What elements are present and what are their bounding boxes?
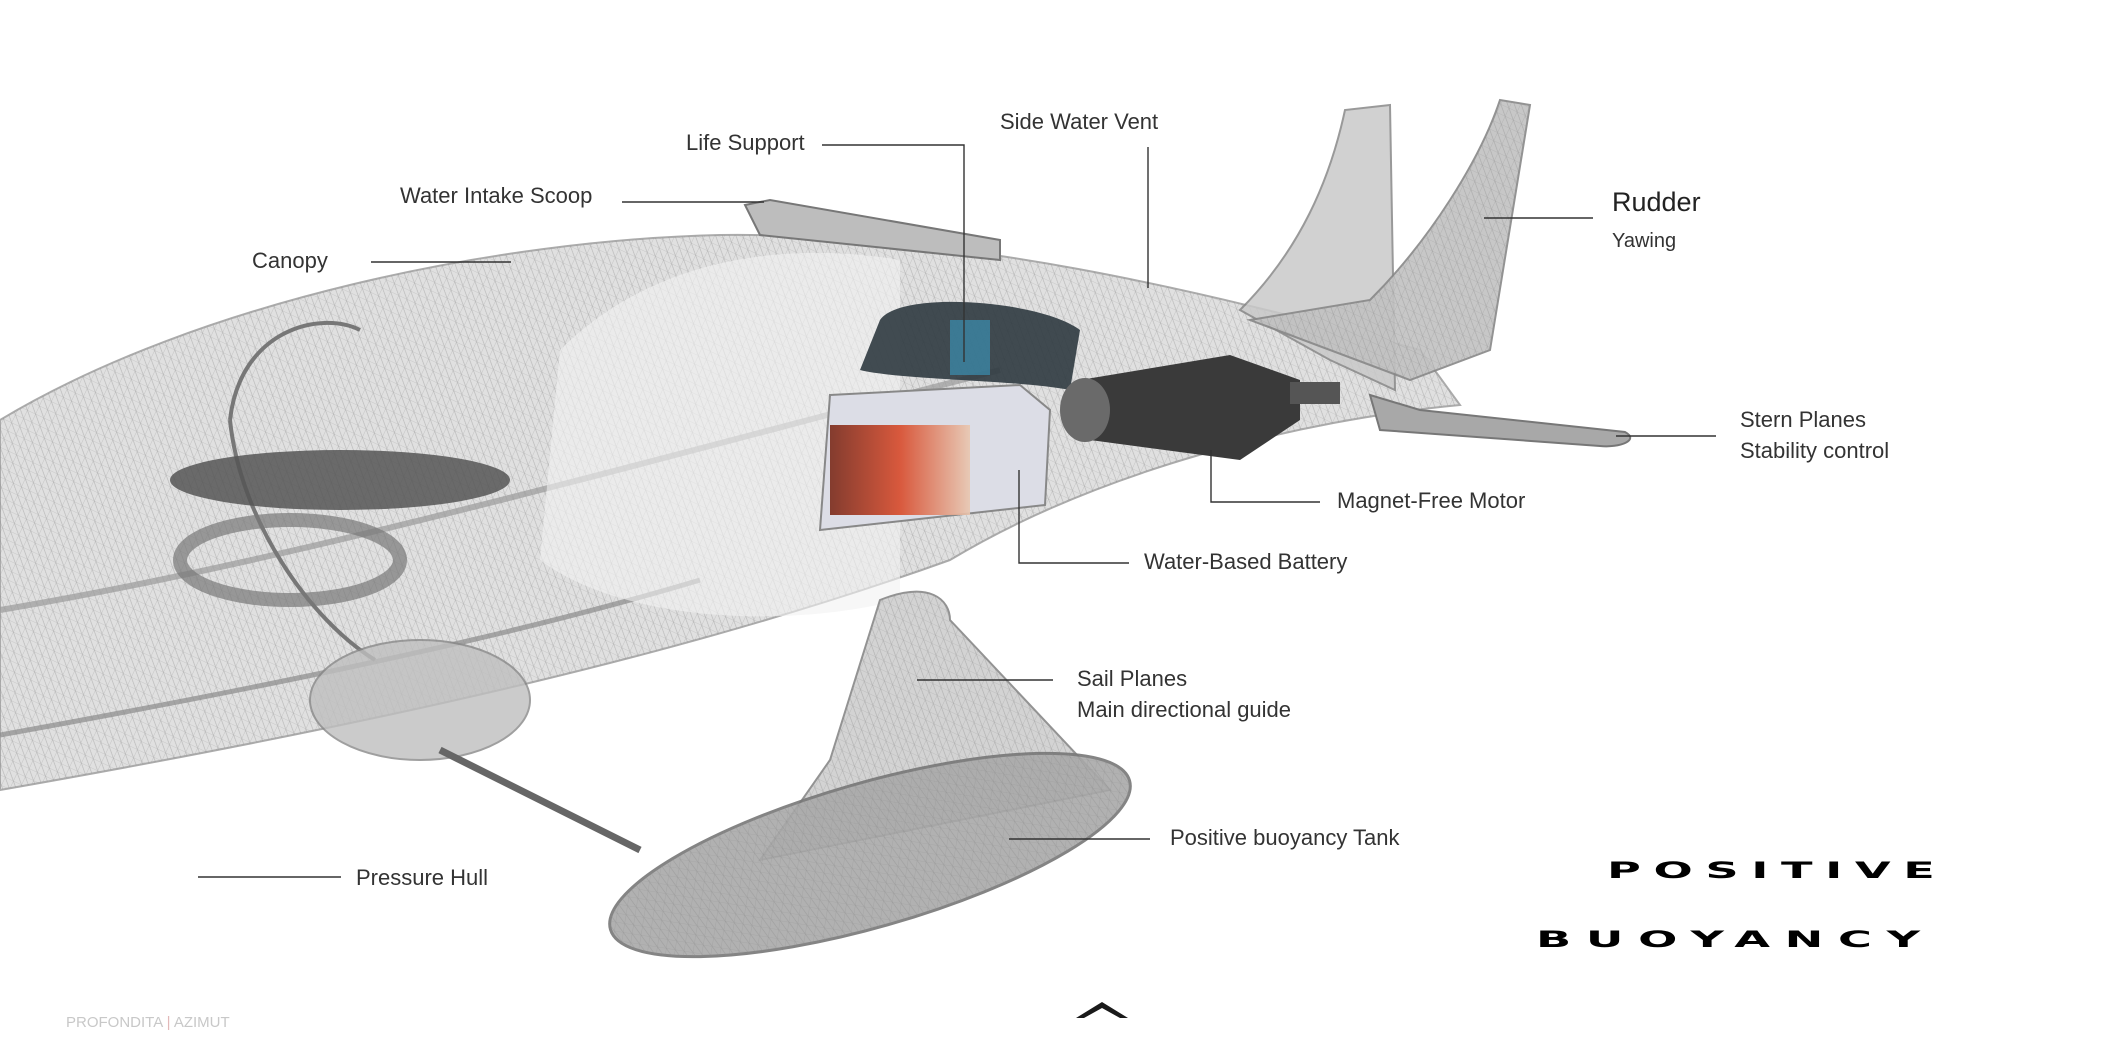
- footer-separator: |: [166, 1014, 171, 1031]
- label-rudder: Rudder: [1612, 187, 1701, 217]
- label-magnet-free-motor: Magnet-Free Motor: [1337, 488, 1526, 513]
- leader-lines: [198, 144, 1716, 878]
- pressure-hull-marker: [111, 838, 289, 872]
- footer-brand: PROFONDITA | AZIMUT: [66, 1014, 230, 1031]
- label-sail-planes-sub: Main directional guide: [1077, 697, 1292, 722]
- battery-shape: [818, 383, 1052, 532]
- buoyancy-tank-shape: [608, 751, 1132, 959]
- title-line-2: BUOYANCY: [1536, 928, 1935, 953]
- footer-brand-right: AZIMUT: [173, 1014, 230, 1031]
- label-sail-planes: Sail Planes: [1077, 666, 1188, 691]
- life-support-tank: [860, 301, 1080, 390]
- scroll-up-button[interactable]: [1076, 1000, 1128, 1025]
- water-intake-scoop-shape: [743, 198, 1001, 262]
- label-stern-planes-sub: Stability control: [1740, 438, 1890, 463]
- label-canopy: Canopy: [252, 248, 328, 273]
- label-positive-buoyancy-tank: Positive buoyancy Tank: [1170, 825, 1400, 850]
- title-line-1: POSITIVE: [1607, 859, 1948, 884]
- label-rudder-sub: Yawing: [1612, 230, 1677, 252]
- motor-shape: [1060, 355, 1340, 460]
- label-pressure-hull: Pressure Hull: [356, 865, 489, 890]
- footer-brand-left: PROFONDITA: [66, 1014, 163, 1031]
- label-stern-planes: Stern Planes: [1740, 407, 1866, 432]
- chevron-up-icon: [1076, 1002, 1128, 1018]
- label-life-support: Life Support: [686, 130, 805, 155]
- label-side-water-vent: Side Water Vent: [1000, 109, 1159, 134]
- label-water-intake-scoop: Water Intake Scoop: [400, 183, 593, 208]
- stern-planes-shape: [1368, 393, 1632, 448]
- canopy-shape: [170, 252, 900, 662]
- rudder-fins: [1238, 98, 1532, 392]
- label-water-based-battery: Water-Based Battery: [1144, 549, 1348, 574]
